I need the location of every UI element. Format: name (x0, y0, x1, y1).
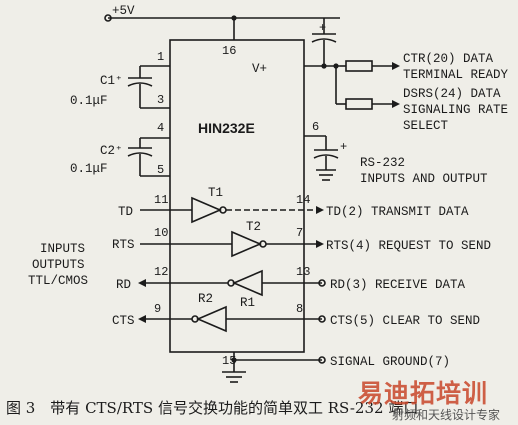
vcc-terminal (104, 14, 112, 22)
pin-7: 7 (296, 226, 303, 240)
t2-label: T2 (246, 220, 261, 234)
rd-label: RD (116, 278, 131, 292)
ttl-cmos-label: TTL/CMOS (28, 274, 88, 288)
ic-body (169, 39, 305, 353)
pin-11: 11 (154, 193, 168, 207)
pin-4: 4 (157, 121, 164, 135)
watermark-brand: 易迪拓培训 (358, 379, 489, 408)
gnd7-label: SIGNAL GROUND(7) (330, 355, 450, 369)
c2-label: C2⁺ (100, 144, 123, 158)
pin-10: 10 (154, 226, 168, 240)
pin-12: 12 (154, 265, 168, 279)
watermark-sub: 射频和天线设计专家 (392, 408, 501, 422)
cts5-label: CTS(5) CLEAR TO SEND (330, 314, 480, 328)
label-signaling: SIGNALING RATE (403, 103, 508, 117)
pin-9: 9 (154, 302, 161, 316)
cts-label: CTS (112, 314, 135, 328)
pin-5: 5 (157, 163, 164, 177)
pin-15: 15 (222, 354, 236, 368)
vplus-label: V+ (252, 62, 267, 76)
td-label: TD (118, 205, 133, 219)
label-inputs-output: INPUTS AND OUTPUT (360, 172, 488, 186)
r2-label: R2 (198, 292, 213, 306)
inputs-label: INPUTS (40, 242, 85, 256)
label-ctr: CTR(20) DATA (403, 52, 494, 66)
outputs-label: OUTPUTS (32, 258, 85, 272)
resistor-dsrs (345, 98, 373, 110)
rd3-label: RD(3) RECEIVE DATA (330, 278, 466, 292)
svg-text:+: + (340, 140, 347, 154)
pin-16: 16 (222, 44, 236, 58)
c1-value: 0.1μF (70, 94, 108, 108)
label-dsrs: DSRS(24) DATA (403, 87, 501, 101)
label-terminal: TERMINAL READY (403, 68, 509, 82)
rts-label: RTS (112, 238, 135, 252)
figure-caption: 图 3 带有 CTS/RTS 信号交换功能的简单双工 RS-232 端口 (6, 399, 419, 417)
resistor-ctr (345, 60, 373, 72)
pin-8: 8 (296, 302, 303, 316)
pin-1: 1 (157, 50, 164, 64)
c2-value: 0.1μF (70, 162, 108, 176)
label-rs232: RS-232 (360, 156, 405, 170)
label-select: SELECT (403, 119, 449, 133)
rts4-label: RTS(4) REQUEST TO SEND (326, 239, 491, 253)
pin-6: 6 (312, 120, 319, 134)
t1-label: T1 (208, 186, 223, 200)
r1-label: R1 (240, 296, 255, 310)
pin-3: 3 (157, 93, 164, 107)
vcc-label: +5V (112, 4, 135, 18)
pin-14: 14 (296, 193, 310, 207)
svg-text:+: + (319, 21, 326, 35)
ic-label: HIN232E (198, 120, 255, 136)
c1-label: C1⁺ (100, 74, 123, 88)
td2-label: TD(2) TRANSMIT DATA (326, 205, 469, 219)
pin-13: 13 (296, 265, 310, 279)
